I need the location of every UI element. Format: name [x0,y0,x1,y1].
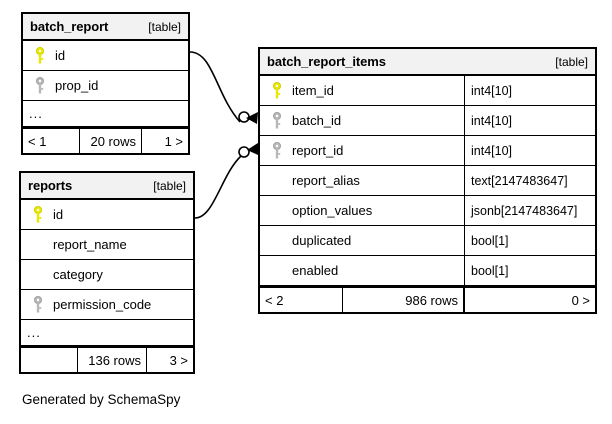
generator-caption: Generated by SchemaSpy [22,392,181,407]
relationship-arrowhead-batch [246,112,258,124]
table-batch-report[interactable]: batch_report [table] id [21,12,190,155]
column-name: category [53,267,103,282]
column-type: bool[1] [464,226,595,255]
relationship-endpoint-circle-batch [238,111,250,123]
column-name: option_values [292,203,373,218]
foreign-key-icon [266,111,288,130]
table-footer: < 1 20 rows 1 > [23,127,188,153]
next-page-link[interactable]: 0 > [464,288,595,312]
foreign-key-icon [29,76,51,95]
column-cell: category [21,260,193,289]
table-title: batch_report_items [267,54,386,69]
column-name: id [55,48,66,63]
column-type: int4[10] [464,76,595,105]
table-title: batch_report [30,19,109,34]
column-cell: report_alias [260,166,464,195]
next-page-link[interactable]: 3 > [169,352,188,368]
table-row[interactable]: item_id int4[10] [260,76,595,106]
relationship-line-batch [189,51,241,123]
table-row[interactable]: category [21,260,193,290]
primary-key-icon [266,81,288,100]
relationship-arrowhead-report [247,143,258,155]
table-row[interactable]: id [23,41,188,71]
table-row[interactable]: enabled bool[1] [260,256,595,286]
column-name: item_id [292,83,334,98]
column-name: report_alias [292,173,360,188]
column-cell: batch_id [260,106,464,135]
column-cell: duplicated [260,226,464,255]
row-count: 20 rows [79,129,142,153]
column-name: permission_code [53,297,152,312]
column-name: batch_id [292,113,342,128]
table-row[interactable]: report_alias text[2147483647] [260,166,595,196]
column-cell: item_id [260,76,464,105]
foreign-key-icon [27,295,49,314]
prev-page-link[interactable] [21,348,77,372]
more-columns-indicator: ... [23,101,188,127]
row-count: 136 rows [77,348,147,372]
primary-key-icon [29,46,51,65]
table-type-tag: [table] [153,178,186,193]
column-type: int4[10] [464,136,595,165]
column-type: bool[1] [464,256,595,285]
table-row[interactable]: id [21,200,193,230]
column-name: duplicated [292,233,352,248]
relationship-line-report [194,155,242,219]
table-batch-report-items[interactable]: batch_report_items [table] item_id int4[… [258,47,597,314]
column-type: int4[10] [464,106,595,135]
column-name: enabled [292,263,339,278]
relationship-endpoint-circle-report [238,146,250,158]
table-type-tag: [table] [148,19,181,34]
column-name: report_name [53,237,127,252]
table-row[interactable]: option_values jsonb[2147483647] [260,196,595,226]
table-footer: 136 rows 3 > [21,346,193,372]
table-row[interactable]: prop_id [23,71,188,101]
table-type-tag: [table] [555,54,588,69]
table-row[interactable]: permission_code [21,290,193,320]
table-row[interactable]: batch_id int4[10] [260,106,595,136]
more-columns-indicator: ... [21,320,193,346]
column-cell: enabled [260,256,464,285]
column-type: jsonb[2147483647] [464,196,595,225]
primary-key-icon [27,205,49,224]
column-name: id [53,207,64,222]
column-cell: permission_code [21,290,193,319]
table-title: reports [28,178,73,193]
prev-page-link[interactable]: < 1 [28,133,47,149]
next-page-link[interactable]: 1 > [164,133,183,149]
column-type: text[2147483647] [464,166,595,195]
column-cell: prop_id [23,71,188,100]
row-count: 986 rows [342,288,464,312]
column-cell: id [23,41,188,70]
table-header-batch-report: batch_report [table] [23,14,188,41]
column-name: report_id [292,143,344,158]
table-header-reports: reports [table] [21,173,193,200]
table-header-batch-report-items: batch_report_items [table] [260,49,595,76]
column-name: prop_id [55,78,99,93]
column-cell: option_values [260,196,464,225]
foreign-key-icon [266,141,288,160]
column-cell: report_id [260,136,464,165]
table-reports[interactable]: reports [table] id report_name [19,171,195,374]
table-footer: < 2 986 rows 0 > [260,286,595,312]
prev-page-link[interactable]: < 2 [265,292,284,308]
table-row[interactable]: report_id int4[10] [260,136,595,166]
column-cell: id [21,200,193,229]
column-cell: report_name [21,230,193,259]
table-row[interactable]: duplicated bool[1] [260,226,595,256]
table-row[interactable]: report_name [21,230,193,260]
